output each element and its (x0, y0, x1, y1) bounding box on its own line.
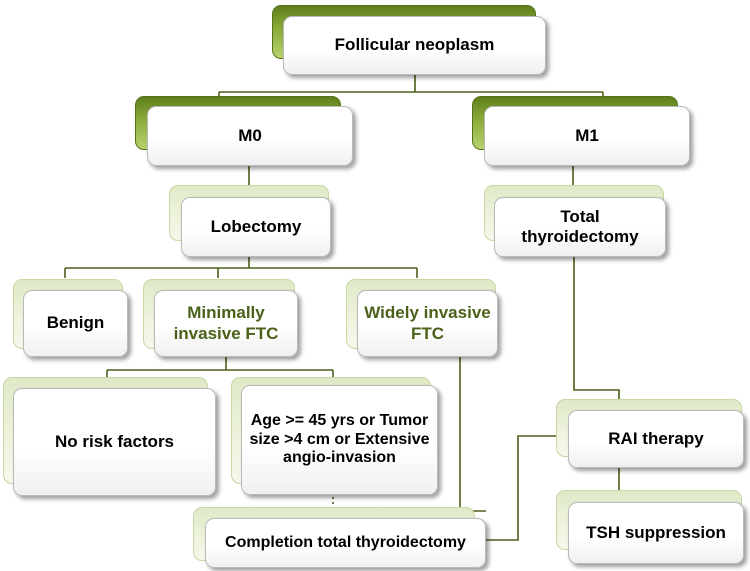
node-card: RAI therapy (568, 410, 744, 468)
node-card: Completion total thyroidectomy (205, 518, 486, 568)
node-card: Widely invasive FTC (357, 290, 498, 357)
node-label: Lobectomy (210, 216, 302, 236)
node-card: Age >= 45 yrs or Tumor size >4 cm or Ext… (241, 385, 438, 495)
node-card: M0 (147, 106, 353, 166)
node-label: Age >= 45 yrs or Tumor size >4 cm or Ext… (249, 412, 430, 467)
connector-lobectomy-to-outcomes (64, 257, 418, 278)
node-card: M1 (484, 106, 690, 166)
node-label: TSH suppression (586, 522, 726, 542)
node-label: No risk factors (54, 431, 175, 451)
node-label: M0 (238, 125, 262, 145)
node-label: Benign (46, 313, 105, 333)
node-card: Minimally invasive FTC (154, 290, 298, 357)
node-card: Lobectomy (181, 197, 331, 257)
node-label: Widely invasive FTC (364, 303, 491, 343)
connector-widely-to-completion (459, 357, 486, 512)
connector-total-to-rai (573, 256, 620, 400)
node-label: Minimally invasive FTC (173, 303, 279, 343)
node-card: Follicular neoplasm (283, 16, 546, 75)
connector-minimal-to-risk (106, 357, 334, 380)
connector-root-to-m (218, 68, 604, 103)
node-card: Benign (23, 290, 128, 357)
node-label: M1 (575, 125, 599, 145)
node-label: Follicular neoplasm (334, 35, 495, 55)
connector-completion-to-rai (486, 435, 560, 541)
node-label: Total thyroidectomy (521, 206, 639, 246)
node-card: TSH suppression (568, 502, 744, 564)
node-card: Total thyroidectomy (494, 197, 666, 257)
node-card: No risk factors (13, 388, 216, 496)
node-label: RAI therapy (608, 428, 704, 448)
node-label: Completion total thyroidectomy (225, 533, 466, 551)
